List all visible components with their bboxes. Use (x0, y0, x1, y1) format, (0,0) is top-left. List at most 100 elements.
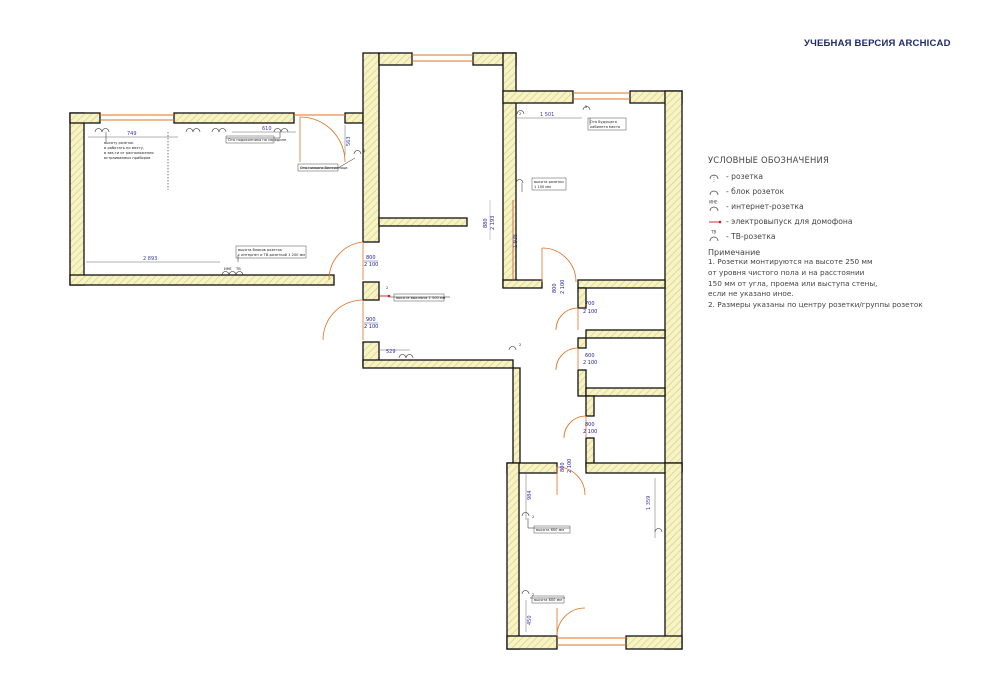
legend-text: - розетка (726, 172, 763, 181)
dim-610: 610 (262, 126, 272, 132)
doors (299, 116, 587, 637)
wall (585, 329, 666, 339)
socket-mark: 2 (386, 286, 388, 290)
socket-mark: 2 (519, 112, 521, 116)
socket-marks: 2 2 2 2 2 2 2 ИНЕ ТВ (224, 105, 587, 597)
door-label: 800 (366, 255, 376, 261)
legend-text: - блок розеток (726, 187, 785, 196)
wall (577, 369, 587, 397)
wall (577, 279, 666, 289)
note-line: если не указано иное. (708, 289, 794, 299)
wall (69, 112, 85, 286)
door-label: 2 100 (583, 309, 597, 315)
socket-mark: ИНЕ (224, 267, 232, 271)
wall (506, 462, 520, 650)
legend-title: УСЛОВНЫЕ ОБОЗНАЧЕНИЯ (708, 155, 829, 165)
socket-mark: 2 (363, 149, 365, 153)
annotation: Ото подоконника по середине (228, 138, 287, 142)
door-labels: 800 2 100 900 2 100 800 2 100 700 2 100 … (364, 255, 597, 473)
wall (585, 395, 595, 417)
dim-1935: 1 935 (513, 234, 519, 248)
legend-text: - интернет-розетка (726, 202, 804, 211)
annotation: кабинета места (590, 125, 620, 129)
walls (69, 52, 683, 650)
annotation: в зав-ти от расположения (104, 151, 154, 155)
wall (664, 90, 683, 472)
dim-749: 749 (127, 131, 137, 137)
wall (378, 52, 413, 66)
door-label: 2 100 (364, 262, 378, 268)
wall (664, 462, 683, 650)
socket-mark: ТВ (235, 267, 241, 271)
sockets (94, 106, 663, 595)
internet-socket-icon: ИНЕ (709, 200, 719, 212)
wall (506, 635, 558, 650)
dim-984: 984 (527, 490, 533, 500)
socket-mark: 2 (519, 343, 521, 347)
dim-1359: 1 359 (646, 496, 652, 510)
wall (502, 52, 517, 288)
wall (625, 635, 683, 650)
dimension-texts: 749 610 563 1 501 2 893 880 2 193 1 935 … (127, 112, 652, 625)
legend-text: - ТВ-розетка (726, 232, 776, 241)
legend-item-intercom: - электровыпуск для домофона (708, 214, 978, 229)
annotation: с интернет и ТВ-розеткой 1 200 мм (238, 253, 305, 257)
socket-mark: 2 (532, 593, 534, 597)
wall (585, 437, 595, 467)
legend: УСЛОВНЫЕ ОБОЗНАЧЕНИЯ - розетка - блок ро… (708, 155, 978, 311)
dim-450: 450 (527, 615, 533, 625)
annotation: встраиваемых приборов (104, 156, 150, 160)
wall (502, 279, 543, 289)
legend-item-socket-block: - блок розеток (708, 184, 978, 199)
dim-1501: 1 501 (540, 112, 554, 118)
intercom-marks (378, 294, 391, 298)
legend-symbol-prefix: ТВ (710, 230, 716, 235)
door-label: 700 (585, 301, 595, 307)
socket-icon (709, 174, 719, 182)
door-label: 800 (585, 422, 595, 428)
wall (362, 52, 380, 243)
tv-socket-icon: ТВ (709, 230, 719, 242)
legend-item-tv: ТВ - ТВ-розетка (708, 229, 978, 244)
door-label: 900 (366, 317, 376, 323)
intercom-outlet-icon (709, 220, 722, 224)
dim-563: 563 (346, 136, 352, 146)
windows (100, 54, 630, 646)
door-label: 2 100 (583, 429, 597, 435)
wall (173, 112, 295, 124)
door-label: 600 (585, 353, 595, 359)
note-line: 1. Розетки монтируются на высоте 250 мм (708, 257, 873, 266)
annotation: высота 600 мм (536, 528, 564, 532)
legend-text: - электровыпуск для домофона (726, 217, 853, 226)
wall (362, 359, 514, 369)
wall (502, 90, 574, 104)
wall (362, 281, 380, 301)
wall (577, 337, 587, 349)
note-line: 150 мм от угла, проема или выступа стены… (708, 278, 878, 288)
annotation: высота выключа 1 500 мм (396, 296, 446, 300)
annotation: Ото низкого Вентилляци (300, 166, 348, 170)
wall (69, 274, 335, 286)
door-label: 2 100 (364, 324, 378, 330)
dim-2893: 2 893 (143, 256, 157, 262)
dim-529: 529 (386, 349, 396, 355)
socket-block-icon (709, 190, 719, 196)
annotation: высота розетки (534, 180, 564, 184)
annotation: высота 600 мм (534, 598, 562, 602)
door-label: 2 100 (560, 280, 566, 294)
door-label: 2 100 (583, 360, 597, 366)
dim-2193: 2 193 (490, 216, 496, 230)
socket-mark: 2 (585, 105, 587, 109)
wall (69, 112, 101, 124)
wall (512, 367, 521, 466)
note-line: 2. Размеры указаны по центру розетки/гру… (708, 300, 923, 310)
dimension-lines (86, 117, 656, 632)
annotation: Ото будущего (590, 120, 617, 124)
door-label: 2 100 (567, 459, 573, 473)
door-label: 800 (552, 283, 558, 293)
annotation: 1 100 мм (534, 185, 551, 189)
annotation: высоту розеток (104, 141, 134, 145)
annotation-labels: высоту розеток и работать по месту, в за… (104, 117, 627, 604)
annotation: и работать по месту, (104, 146, 144, 150)
dim-880: 880 (483, 218, 489, 228)
